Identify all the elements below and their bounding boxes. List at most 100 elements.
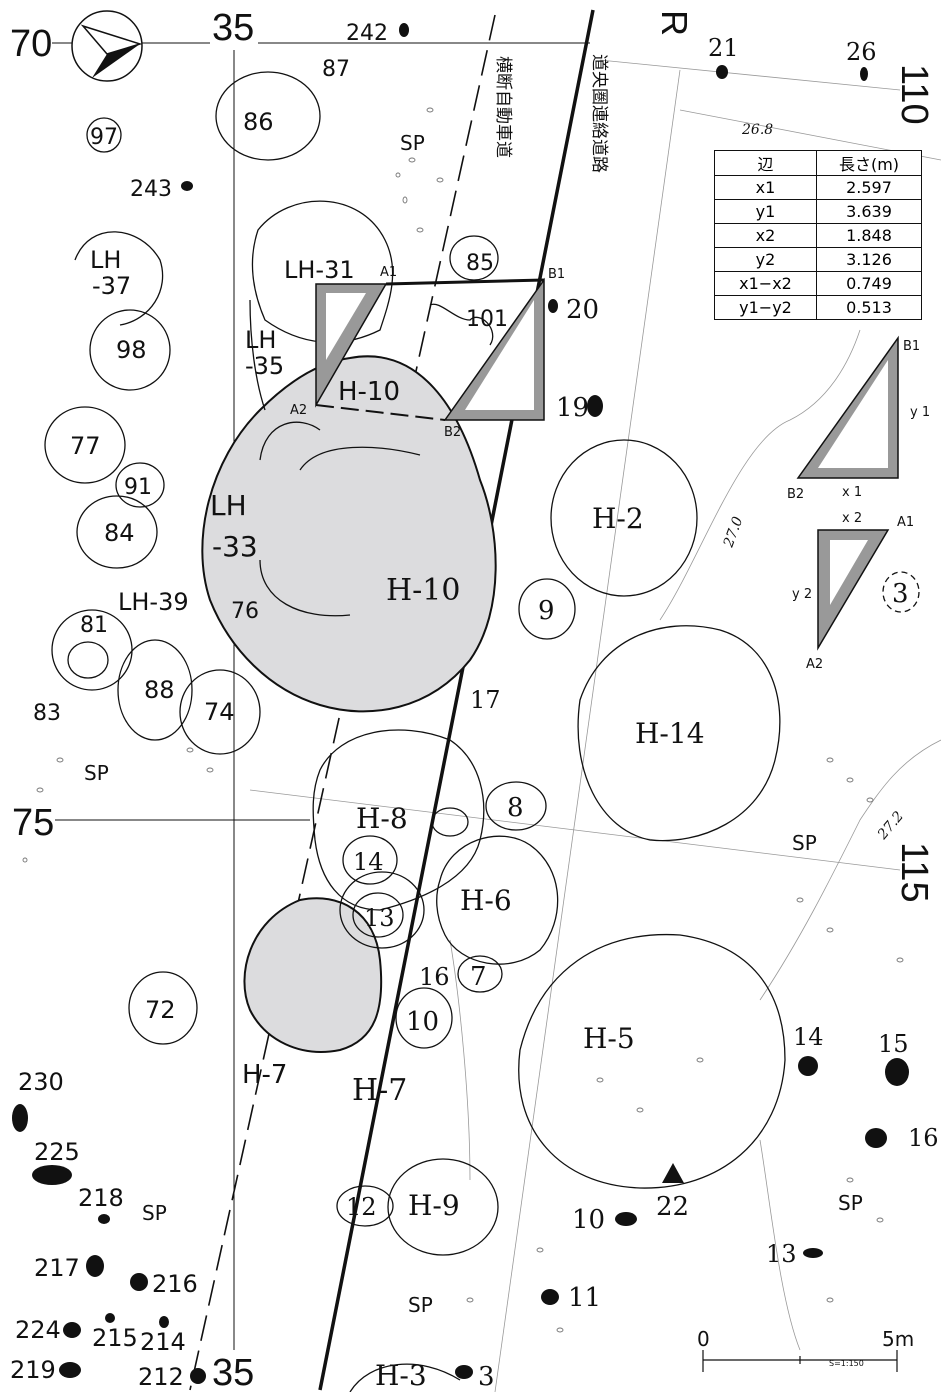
label-h3: H-3 [375,1359,427,1392]
triangles-legend [796,335,899,651]
label-h8: H-8 [356,802,408,835]
table-cell: x1−x2 [714,271,817,296]
label-h10b: H-10 [386,573,460,608]
table-cell: x2 [714,223,817,248]
label-d16: 16 [908,1124,939,1152]
table-cell: 1.848 [816,223,922,248]
table-cell: y2 [714,247,817,272]
label-lh33b: -33 [212,530,258,563]
label-h7b: H-7 [352,1073,407,1108]
label-p97: 97 [90,125,118,150]
label-d10: 10 [572,1205,605,1235]
label-lh31: LH-31 [284,256,355,284]
label-p76: 76 [231,599,259,624]
pit-h10-shaded [201,355,497,713]
table-header-edge: 辺 [714,150,817,176]
scale-zero: 0 [697,1327,710,1351]
label-d3: 3 [478,1362,495,1392]
contour-26-8: 26.8 [741,122,773,138]
legend-x2: x 2 [842,511,862,526]
label-p86: 86 [243,108,274,136]
map-b1: B1 [548,267,565,282]
table-cell: 2.597 [816,175,922,200]
legend-y1: y 1 [910,405,930,420]
label-p13: 13 [364,904,395,932]
legend-y2: y 2 [792,587,812,602]
label-p91: 91 [124,475,152,500]
grid-35-bottom: 35 [212,1352,254,1392]
map-a1: A1 [380,265,397,280]
label-sp3: SP [792,831,817,855]
road-expressway-label: 横断自動車道 [493,56,513,158]
label-d13: 13 [766,1240,797,1268]
label-d20: 20 [566,295,599,325]
label-p9: 9 [538,596,555,626]
label-p8: 8 [507,793,524,823]
grid-75: 75 [12,802,54,844]
scale-bar [702,1350,898,1372]
label-sp5: SP [838,1191,863,1215]
label-p77: 77 [70,432,101,460]
label-p84: 84 [104,519,135,547]
map-a2: A2 [290,403,307,418]
label-p98: 98 [116,336,147,364]
label-sp6: SP [408,1293,433,1317]
label-d19: 19 [556,393,589,423]
pit-h7-shaded [243,897,383,1053]
map-b2: B2 [444,425,461,440]
label-d219: 219 [10,1356,56,1384]
label-p12: 12 [346,1193,377,1221]
label-p14: 14 [353,848,384,876]
label-h5: H-5 [583,1022,635,1055]
label-lh33a: LH [210,489,247,522]
label-d216: 216 [152,1270,198,1298]
label-p101: 101 [466,307,508,332]
label-p7: 7 [470,962,487,992]
legend-x1: x 1 [842,485,862,500]
label-d11: 11 [568,1283,601,1313]
legend-a2: A2 [806,657,823,672]
label-d215: 215 [92,1324,138,1352]
label-d212: 212 [138,1363,184,1391]
table-cell: x1 [714,175,817,200]
label-lh37a: LH [90,246,121,274]
table-cell: y1−y2 [714,295,817,320]
label-d218: 218 [78,1184,124,1212]
grid-35-top: 35 [212,7,254,49]
label-h9: H-9 [408,1189,460,1222]
triangles-map [315,277,545,421]
legend-b2: B2 [787,487,804,502]
label-h6: H-6 [460,884,512,917]
table-header-length: 長さ(m) [816,150,922,176]
grid-70: 70 [10,23,52,65]
label-lh35a: LH [245,326,276,354]
label-d214: 214 [140,1328,186,1356]
label-p88: 88 [144,676,175,704]
label-d15: 15 [878,1030,909,1058]
label-d22: 22 [656,1192,689,1222]
scale-five: 5m [882,1327,914,1351]
label-d225: 225 [34,1138,80,1166]
grid-R: R [654,10,695,36]
grid-115: 115 [893,842,935,903]
label-sp2: SP [84,761,109,785]
label-d21: 21 [708,34,739,62]
grid-lines [52,42,590,1350]
label-lh35b: -35 [245,352,284,380]
north-arrow-icon [71,10,143,82]
contour-27-0: 27.0 [720,515,746,551]
legend-b1: B1 [903,339,920,354]
grid-110: 110 [893,64,935,125]
label-h10a: H-10 [338,377,400,407]
legend-a1: A1 [897,515,914,530]
label-h7a: H-7 [242,1060,287,1090]
label-d242: 242 [346,21,388,46]
label-p85: 85 [466,251,494,276]
label-lh39: LH-39 [118,588,189,616]
label-p16: 16 [419,963,450,991]
